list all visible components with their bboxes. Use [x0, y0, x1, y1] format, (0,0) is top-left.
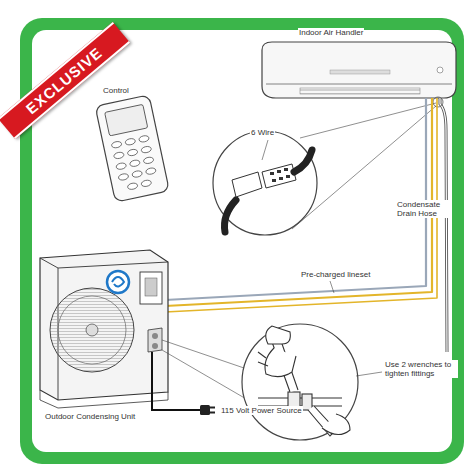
outdoor-unit [40, 250, 168, 408]
part-label: Pre-charged lineset [300, 270, 371, 279]
frame-inner [32, 30, 452, 452]
part-label: Control [102, 86, 130, 95]
part-label: 6 Wire [250, 128, 275, 137]
part-label: 115 Volt Power Source [220, 406, 303, 415]
part-label: Condensate Drain Hose [396, 200, 450, 218]
connector-detail [213, 131, 317, 235]
part-label: Outdoor Condensing Unit [44, 412, 136, 421]
wrench-detail [242, 324, 358, 440]
part-label: Indoor Air Handler [298, 28, 364, 37]
power-plug [200, 405, 215, 415]
remote-control [95, 95, 169, 202]
six-wire-plug [224, 150, 312, 232]
part-label: Use 2 wrenches to tighten fittings [384, 360, 458, 378]
frame [20, 18, 464, 464]
indoor-unit [262, 42, 456, 98]
wrenches [258, 326, 350, 436]
